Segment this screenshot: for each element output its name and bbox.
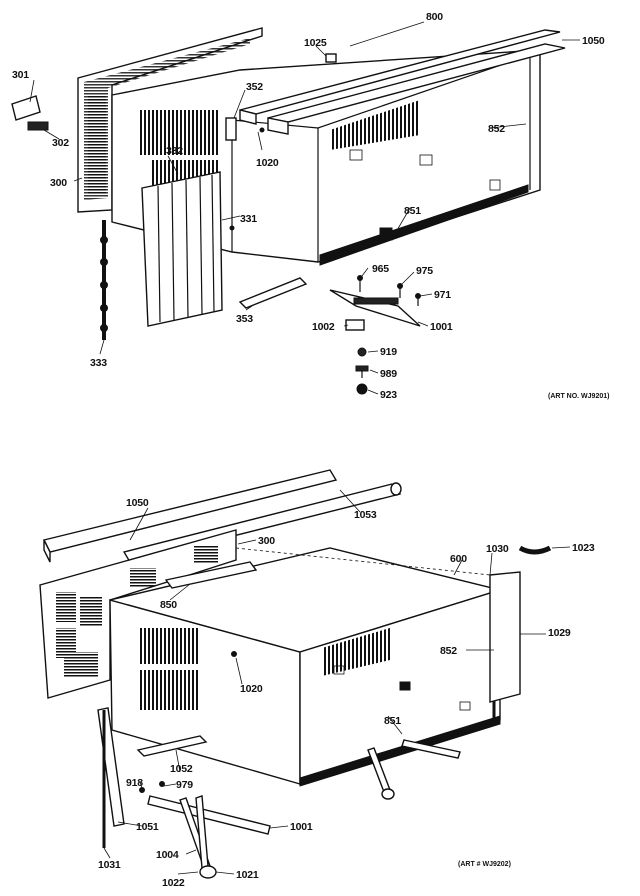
rail-1001-bottom <box>147 795 271 835</box>
top-rail-1050-bottom <box>42 469 338 563</box>
leg-right <box>367 739 461 800</box>
strip-302 <box>27 121 49 131</box>
label-333: 333 <box>90 357 107 369</box>
screw-965 <box>357 275 363 292</box>
label-352: 352 <box>246 81 263 93</box>
label-1053: 1053 <box>354 509 377 521</box>
label-1030: 1030 <box>486 543 509 555</box>
label-979: 979 <box>176 779 193 791</box>
label-1001-bottom: 1001 <box>290 821 313 833</box>
bracket-1002 <box>345 319 365 331</box>
label-302: 302 <box>52 137 69 149</box>
label-850: 850 <box>160 599 177 611</box>
label-800: 800 <box>426 11 443 23</box>
cabinet-body-bottom <box>109 547 503 787</box>
label-1021: 1021 <box>236 869 259 881</box>
front-panel-300-bottom <box>39 529 237 699</box>
label-1001: 1001 <box>430 321 453 333</box>
foot-923 <box>356 383 368 395</box>
label-1025: 1025 <box>304 37 327 49</box>
art-note-bottom: (ART # WJ9202) <box>458 861 511 868</box>
screw-989 <box>355 365 369 378</box>
label-989: 989 <box>380 368 397 380</box>
label-1050-bottom: 1050 <box>126 497 149 509</box>
label-353: 353 <box>236 313 253 325</box>
label-1020-bottom: 1020 <box>240 683 263 695</box>
label-852-bottom: 852 <box>440 645 457 657</box>
screw-975 <box>397 283 403 298</box>
label-301: 301 <box>12 69 29 81</box>
label-971: 971 <box>434 289 451 301</box>
top-rail-800 <box>239 29 561 125</box>
top-exploded-view: 301 302 300 332 352 800 1025 1050 852 10… <box>11 11 609 401</box>
label-1031: 1031 <box>98 859 121 871</box>
bracket-1001 <box>329 289 421 327</box>
bar-333 <box>100 220 108 340</box>
top-rail-1050 <box>267 43 566 135</box>
label-1023: 1023 <box>572 542 595 554</box>
label-918: 918 <box>126 777 143 789</box>
rail-1052 <box>136 735 208 757</box>
screw-979 <box>159 781 165 787</box>
label-1050: 1050 <box>582 35 605 47</box>
label-1002: 1002 <box>312 321 335 333</box>
part-1025 <box>325 53 337 63</box>
label-1004: 1004 <box>156 849 179 861</box>
bar-1051 <box>97 707 125 848</box>
label-332: 332 <box>166 145 183 157</box>
bottom-leader-lines <box>103 489 571 875</box>
label-600: 600 <box>450 553 467 565</box>
label-1020: 1020 <box>256 157 279 169</box>
washer-919 <box>357 347 367 357</box>
label-300-bottom: 300 <box>258 535 275 547</box>
label-1029: 1029 <box>548 627 571 639</box>
label-851-bottom: 851 <box>384 715 401 727</box>
label-1052: 1052 <box>170 763 193 775</box>
bottom-exploded-view: 1050 1053 300 600 1030 1023 850 1029 852… <box>39 469 595 889</box>
front-panel-300 <box>77 27 263 213</box>
louver-assembly-332 <box>141 171 223 327</box>
label-923: 923 <box>380 389 397 401</box>
label-1022: 1022 <box>162 877 185 889</box>
bracket-353 <box>238 277 308 309</box>
label-919: 919 <box>380 346 397 358</box>
top-leader-lines <box>29 21 580 395</box>
bracket-850 <box>164 561 258 589</box>
label-1051: 1051 <box>136 821 159 833</box>
side-panel-1029 <box>235 547 521 703</box>
clip-301 <box>11 95 41 121</box>
label-965: 965 <box>372 263 389 275</box>
screw-971 <box>415 293 421 306</box>
leg-1004 <box>179 795 217 879</box>
label-300: 300 <box>50 177 67 189</box>
handle-1023 <box>518 545 552 555</box>
label-975: 975 <box>416 265 433 277</box>
bracket-352 <box>225 117 237 141</box>
art-note-top: (ART NO. WJ9201) <box>548 393 609 400</box>
label-852: 852 <box>488 123 505 135</box>
label-331: 331 <box>240 213 257 225</box>
label-851: 851 <box>404 205 421 217</box>
